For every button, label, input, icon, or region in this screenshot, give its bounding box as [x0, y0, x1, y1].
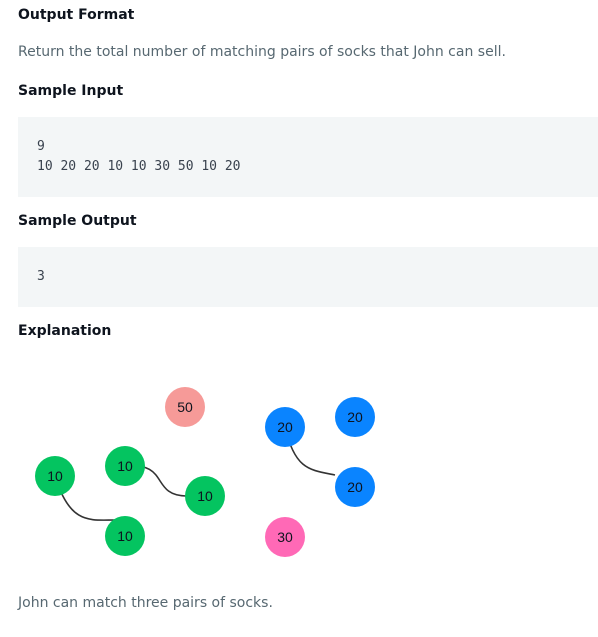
output-format-heading: Output Format [18, 7, 135, 23]
code-line: 3 [37, 269, 45, 284]
explanation-heading: Explanation [18, 323, 112, 339]
sample-input-code: 9 10 20 20 10 10 30 50 10 20 [18, 117, 598, 197]
sock-node: 10 [105, 516, 145, 556]
sock-node: 10 [185, 476, 225, 516]
svg-text:10: 10 [117, 458, 133, 474]
sample-output-heading: Sample Output [18, 213, 137, 229]
svg-text:20: 20 [347, 409, 363, 425]
svg-text:10: 10 [197, 488, 213, 504]
sock-node: 10 [35, 456, 75, 496]
output-format-text: Return the total number of matching pair… [18, 44, 506, 60]
sock-node: 20 [265, 407, 305, 447]
socks-pairs-diagram: 50 20 20 10 10 10 20 10 30 [35, 387, 375, 557]
svg-text:10: 10 [47, 468, 63, 484]
sock-node: 10 [105, 446, 145, 486]
svg-text:30: 30 [277, 529, 293, 545]
sock-node: 50 [165, 387, 205, 427]
sock-node: 20 [335, 467, 375, 507]
svg-text:50: 50 [177, 399, 193, 415]
sample-output-code: 3 [18, 247, 598, 307]
code-line: 9 [37, 139, 45, 154]
explanation-text: John can match three pairs of socks. [18, 595, 273, 611]
sock-node: 20 [335, 397, 375, 437]
svg-text:10: 10 [117, 528, 133, 544]
code-line: 10 20 20 10 10 30 50 10 20 [37, 159, 241, 174]
svg-text:20: 20 [277, 419, 293, 435]
svg-text:20: 20 [347, 479, 363, 495]
sock-node: 30 [265, 517, 305, 557]
sample-input-heading: Sample Input [18, 83, 124, 99]
